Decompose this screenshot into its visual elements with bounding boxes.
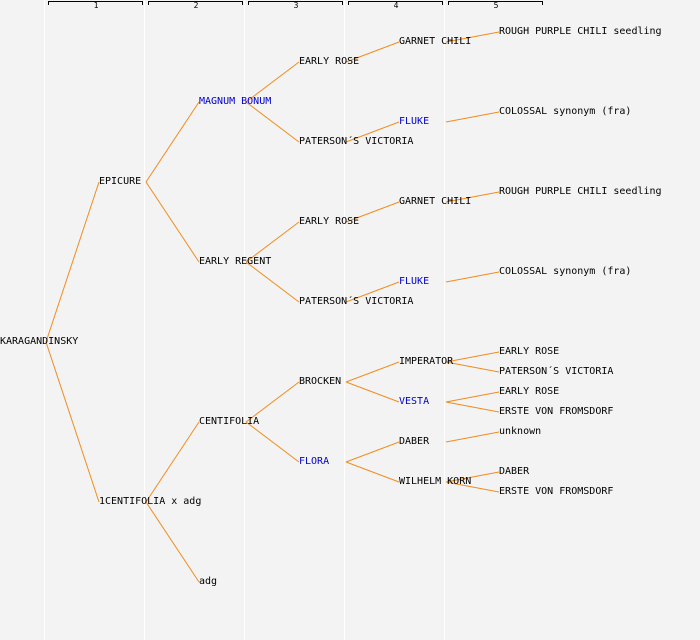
pedigree-node[interactable]: KARAGANDINSKY: [0, 336, 79, 347]
pedigree-node[interactable]: COLOSSAL synonym (fra): [499, 266, 632, 277]
pedigree-node[interactable]: EPICURE: [99, 176, 142, 187]
pedigree-node[interactable]: GARNET CHILI: [399, 196, 472, 207]
pedigree-edge: [245, 261, 300, 303]
pedigree-node[interactable]: EARLY ROSE: [499, 346, 560, 357]
pedigree-node[interactable]: PATERSON´S VICTORIA: [299, 136, 414, 147]
pedigree-edge: [445, 471, 500, 483]
pedigree-edge: [445, 271, 500, 283]
pedigree-edge: [45, 341, 100, 503]
pedigree-edge: [345, 121, 400, 143]
pedigree-edge: [45, 181, 100, 343]
pedigree-edge: [445, 31, 500, 43]
pedigree-edge: [345, 361, 400, 383]
generation-label: 1: [93, 1, 99, 10]
pedigree-node[interactable]: EARLY REGENT: [199, 256, 272, 267]
pedigree-edge: [145, 501, 200, 583]
pedigree-edge: [445, 401, 500, 413]
pedigree-edge: [345, 281, 400, 303]
generation-label: 4: [393, 1, 399, 10]
pedigree-node[interactable]: unknown: [499, 426, 542, 437]
pedigree-edge: [145, 101, 200, 183]
pedigree-edge: [445, 391, 500, 403]
pedigree-node[interactable]: DABER: [499, 466, 530, 477]
pedigree-edge: [445, 361, 500, 373]
pedigree-edge: [245, 61, 300, 103]
pedigree-node[interactable]: FLORA: [299, 456, 330, 467]
pedigree-edge: [445, 191, 500, 203]
pedigree-edge: [345, 201, 400, 223]
pedigree-node[interactable]: ROUGH PURPLE CHILI seedling: [499, 186, 662, 197]
pedigree-node[interactable]: IMPERATOR: [399, 356, 454, 367]
pedigree-node[interactable]: PATERSON´S VICTORIA: [299, 296, 414, 307]
pedigree-edge: [445, 481, 500, 493]
pedigree-node[interactable]: CENTIFOLIA: [199, 416, 260, 427]
generation-label: 3: [293, 1, 299, 10]
generation-bracket: [348, 1, 443, 5]
pedigree-edge: [345, 461, 400, 483]
pedigree-node[interactable]: DABER: [399, 436, 430, 447]
pedigree-edge: [145, 181, 200, 263]
pedigree-edge: [345, 41, 400, 63]
pedigree-node[interactable]: 1CENTIFOLIA x adg: [99, 496, 202, 507]
generation-label: 2: [193, 1, 199, 10]
pedigree-node[interactable]: BROCKEN: [299, 376, 342, 387]
pedigree-edge: [445, 111, 500, 123]
pedigree-node[interactable]: PATERSON´S VICTORIA: [499, 366, 614, 377]
pedigree-edge: [445, 431, 500, 443]
pedigree-node[interactable]: EARLY ROSE: [299, 216, 360, 227]
pedigree-node[interactable]: EARLY ROSE: [499, 386, 560, 397]
pedigree-node[interactable]: ROUGH PURPLE CHILI seedling: [499, 26, 662, 37]
pedigree-node[interactable]: adg: [199, 576, 218, 587]
pedigree-node[interactable]: GARNET CHILI: [399, 36, 472, 47]
pedigree-node[interactable]: ERSTE VON FROMSDORF: [499, 406, 614, 417]
generation-bracket: [48, 1, 143, 5]
pedigree-edge: [445, 351, 500, 363]
pedigree-node[interactable]: WILHELM KORN: [399, 476, 472, 487]
pedigree-edge: [345, 441, 400, 463]
pedigree-edge: [345, 381, 400, 403]
generation-bracket: [148, 1, 243, 5]
pedigree-node[interactable]: MAGNUM BONUM: [199, 96, 272, 107]
generation-bracket: [248, 1, 343, 5]
generation-bracket: [448, 1, 543, 5]
pedigree-node[interactable]: FLUKE: [399, 276, 430, 287]
pedigree-edge: [245, 421, 300, 463]
pedigree-node[interactable]: COLOSSAL synonym (fra): [499, 106, 632, 117]
pedigree-edge: [145, 421, 200, 503]
pedigree-edge: [245, 101, 300, 143]
generation-label: 5: [493, 1, 499, 10]
pedigree-node[interactable]: FLUKE: [399, 116, 430, 127]
pedigree-node[interactable]: VESTA: [399, 396, 430, 407]
pedigree-edge: [245, 221, 300, 263]
pedigree-node[interactable]: ERSTE VON FROMSDORF: [499, 486, 614, 497]
pedigree-edge: [245, 381, 300, 423]
pedigree-node[interactable]: EARLY ROSE: [299, 56, 360, 67]
